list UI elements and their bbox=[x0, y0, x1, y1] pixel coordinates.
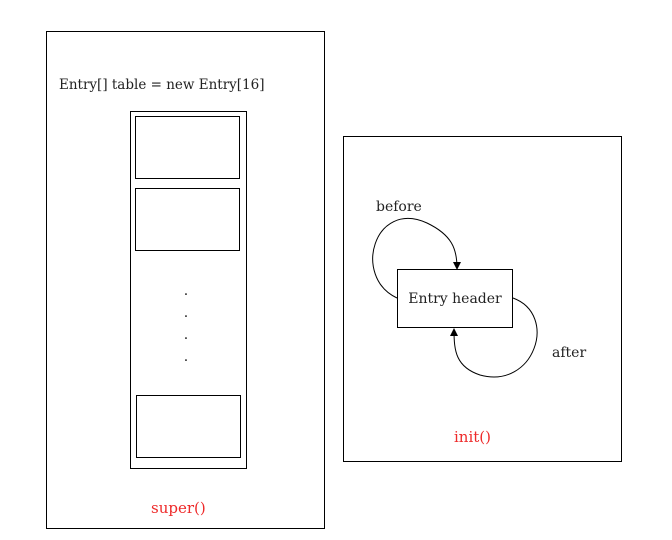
ellipsis-dot: . bbox=[183, 327, 189, 343]
entry-header-label: Entry header bbox=[408, 290, 502, 307]
entry-header-node: Entry header bbox=[397, 269, 513, 328]
after-label: after bbox=[552, 345, 587, 361]
ellipsis-dot: . bbox=[183, 283, 189, 299]
entry-table-array: . . . . bbox=[130, 111, 247, 469]
ellipsis-dot: . bbox=[183, 305, 189, 321]
after-loop-arrow bbox=[450, 297, 538, 378]
array-declaration: Entry[] table = new Entry[16] bbox=[59, 77, 265, 93]
array-slot bbox=[135, 116, 240, 179]
ellipsis: . . . . bbox=[181, 280, 191, 368]
before-loop-arrow bbox=[372, 217, 461, 299]
super-constructor-panel: Entry[] table = new Entry[16] . . . . su… bbox=[46, 31, 325, 529]
array-slot bbox=[136, 395, 241, 458]
self-loop-arrows bbox=[372, 217, 538, 378]
array-slot bbox=[135, 188, 240, 251]
before-label: before bbox=[376, 199, 422, 215]
ellipsis-dot: . bbox=[183, 349, 189, 365]
super-caption: super() bbox=[151, 499, 206, 517]
init-panel: before Entry header after init() bbox=[343, 136, 622, 462]
init-caption: init() bbox=[454, 428, 491, 446]
